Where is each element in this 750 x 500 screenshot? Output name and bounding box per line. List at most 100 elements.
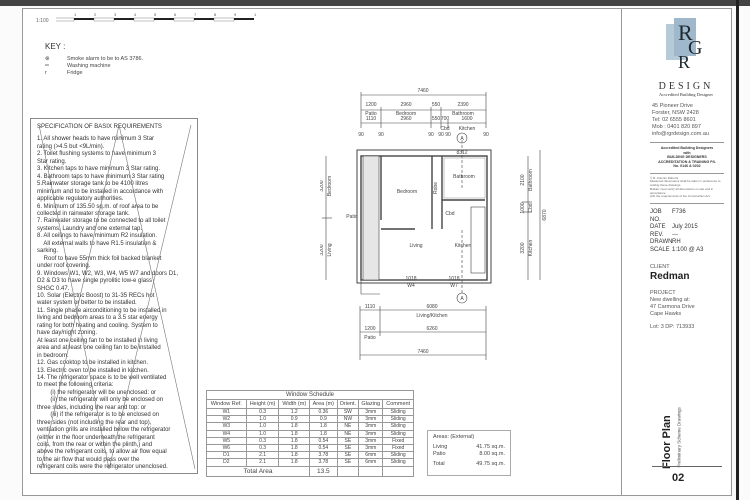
table-cell: 1.8 [278, 458, 311, 467]
dim-overall-top: 7460 [417, 88, 428, 94]
table-cell: SE [336, 436, 360, 445]
dim-right-label: Bathroom [528, 169, 534, 191]
wall-mark: 90 [378, 132, 384, 138]
dim-top: 1200 [365, 102, 376, 108]
dim-bottom: 6260 [426, 326, 437, 332]
table-cell: 3.78 [309, 458, 338, 467]
table-cell: 0.54 [309, 443, 338, 453]
wall-mark: 90 [483, 132, 489, 138]
project-line: Cape Hawks [650, 311, 682, 318]
project-label: PROJECT [650, 290, 676, 297]
wall-mark: 90 [445, 132, 451, 138]
sheet-title: Floor Plan [661, 415, 673, 469]
table-cell: W5 [206, 436, 247, 445]
note-line: 13. Electric oven to be installed in kit… [37, 367, 149, 374]
note-line: refrigerant coils were the refrigerator … [37, 464, 168, 471]
scale-segment [213, 17, 235, 22]
key-item: ═Washing machine [45, 63, 143, 70]
basix-notes: SPECIFICATION OF BASIX REQUIREMENTS 1. A… [30, 118, 198, 474]
door-tag: 8312 [456, 150, 467, 156]
field-job_no: JOB NO.F736 [650, 209, 724, 224]
note-line: three sides (not including the rear and … [37, 419, 152, 426]
note-line: 1. All shower heads to have minimum 3 St… [37, 136, 155, 143]
total-value: 49.75 sq.m. [476, 461, 505, 467]
dim-left: 3200 [320, 180, 325, 191]
table-cell: D1 [206, 451, 247, 460]
dim-top: 550 [432, 116, 441, 122]
key: KEY : ⊗Smoke alarm to be to AS 3786.═Was… [45, 42, 143, 77]
note-line: rating for both heating and cooling. Sys… [37, 322, 158, 329]
column-header: Width (m) [278, 399, 311, 409]
room-label-robe: Robe [433, 182, 439, 194]
dim-bottom-label: Living/Kitchen [416, 313, 447, 319]
table-cell: 0.54 [309, 436, 338, 445]
table-cell: Sliding [382, 451, 414, 460]
title-block [622, 8, 732, 496]
address-line: Forster, NSW 2428 [652, 110, 699, 116]
dim-overall-right: 6870 [542, 209, 548, 220]
table-cell: 0.9 [309, 415, 338, 424]
table-cell: 2.1 [245, 458, 280, 467]
fridge-icon: r [45, 70, 47, 76]
table-cell: 0.3 [245, 443, 280, 453]
svg-text:G: G [688, 37, 702, 59]
note-line: 9. Windows W1, W2, W3, W4, W5 W7 and doo… [37, 270, 179, 277]
brand-name: DESIGN [658, 81, 714, 92]
dim-left-label: Living [327, 243, 333, 256]
accreditation-line: Accredited Building Designers [660, 146, 714, 150]
table-cell: Sliding [382, 422, 414, 431]
column-header: Height (m) [245, 399, 280, 409]
total-label: Total [433, 461, 445, 467]
scale-segment [93, 17, 115, 22]
column-header: Glazing [358, 399, 384, 409]
field-value: July 2015 [672, 224, 698, 231]
dim-top-label: Bedroom [396, 111, 416, 117]
dim-top: 1110 [366, 116, 377, 122]
scale-segment [114, 18, 134, 20]
note-line: 11. Single phase airconditioning to be i… [37, 307, 167, 314]
table-cell: D2 [206, 458, 247, 467]
field-label: SCALE [650, 246, 670, 253]
dim-top: 2960 [400, 102, 411, 108]
notes-title: SPECIFICATION OF BASIX REQUIREMENTS [37, 124, 162, 130]
table-cell: 0.36 [309, 407, 338, 417]
field-value: F736 [672, 209, 686, 216]
table-cell: 0.3 [245, 436, 280, 445]
table-cell: Sliding [382, 429, 414, 438]
table-cell: 1.0 [245, 422, 280, 431]
copyright-line: © R. Antonio Roberts [650, 175, 679, 180]
table-cell: 0.9 [278, 415, 311, 424]
key-item: ⊗Smoke alarm to be to AS 3786. [45, 56, 143, 63]
svg-text:R: R [678, 52, 690, 72]
washing-machine-icon: ═ [45, 63, 49, 69]
scale-segment [74, 18, 94, 20]
accreditation-line: ACCREDITATION & TRAINING P/L [658, 159, 716, 164]
scan-edge [0, 0, 750, 6]
table-cell: 3mm [358, 422, 384, 431]
note-line: in bedroom. [37, 352, 69, 359]
room-label-cbd: Cbd [445, 211, 454, 217]
scale-tick: 8 [214, 12, 217, 17]
address-line: info@rgrdesign.com.au [652, 131, 709, 137]
note-line: SHGC 0.47. [37, 285, 70, 292]
field-value: RH [672, 239, 681, 246]
area-label: Living [433, 444, 448, 450]
field-value: --- [672, 231, 678, 238]
scale-segment [173, 17, 195, 22]
window-schedule: Window Schedule Window Ref.Height (m)Wid… [205, 390, 414, 477]
lot-dp: Lot: 3 DP: 713933 [650, 324, 695, 331]
table-cell: 3mm [358, 443, 384, 453]
note-line: above the refrigerant coils, to allow ai… [37, 449, 167, 456]
note-line: living and bedroom areas to a 3.5 star e… [37, 315, 158, 322]
dim-right-label: Kitchen [528, 239, 534, 256]
note-line: 4. Bathroom taps to have minimum 3 Star … [37, 173, 165, 180]
field-label: DRAWN [650, 239, 673, 246]
note-line: sarking. [37, 248, 59, 255]
scale-bar-graphic: 12345678910 M [56, 12, 256, 22]
field-rev: REV.--- [650, 232, 724, 240]
window-tag: W4 [407, 283, 415, 289]
